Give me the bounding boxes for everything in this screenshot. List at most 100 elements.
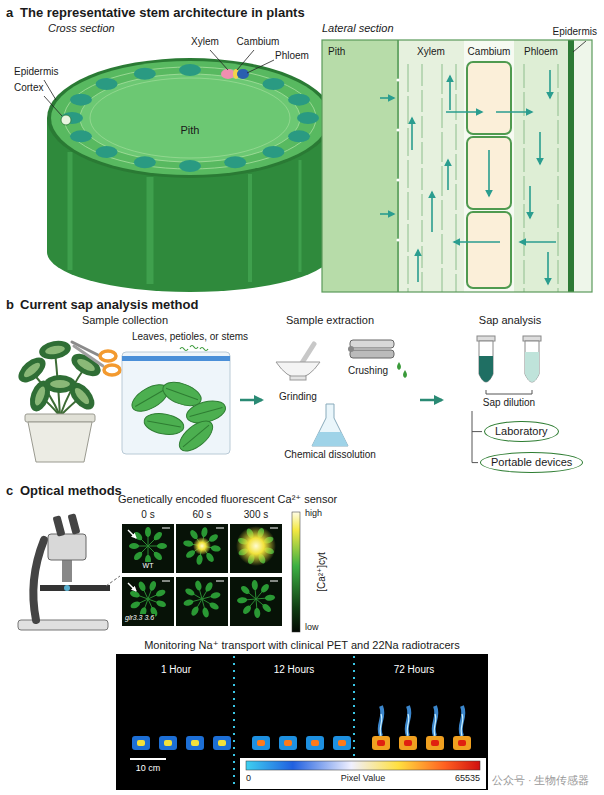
time-label: 0 s <box>141 509 154 521</box>
illustration-part <box>148 580 157 591</box>
illustration-part <box>259 583 270 595</box>
illustration-part <box>237 69 249 79</box>
illustration-part <box>104 365 120 375</box>
step-title: Sample extraction <box>286 314 374 327</box>
part-label: Grinding <box>279 391 317 403</box>
illustration-part <box>155 588 167 598</box>
illustration-part <box>426 736 444 750</box>
illustration-part <box>202 596 212 599</box>
illustration-part <box>183 598 194 606</box>
illustration-part <box>174 415 217 456</box>
illustration-part <box>210 545 221 553</box>
illustration-part <box>224 156 246 168</box>
illustration-part <box>22 361 42 380</box>
illustration-part <box>441 64 442 292</box>
part-label: Pith <box>181 124 200 137</box>
illustration-part <box>44 375 76 393</box>
illustration-part <box>47 58 333 178</box>
illustration-part <box>70 94 92 106</box>
illustration-part <box>33 385 47 407</box>
illustration-part <box>183 540 194 548</box>
illustration-part <box>230 577 282 626</box>
illustration-part <box>33 540 44 620</box>
illustration-part <box>270 528 278 529</box>
illustration-part <box>116 654 488 790</box>
illustration-part <box>306 736 324 750</box>
illustration-part <box>372 736 390 750</box>
illustration-part <box>297 112 319 124</box>
illustration-part <box>44 80 56 100</box>
illustration-part <box>130 758 166 760</box>
illustration-part <box>70 130 92 142</box>
illustration-part <box>421 64 422 292</box>
illustration-part <box>265 594 275 601</box>
illustration-part <box>14 338 104 414</box>
illustration-part <box>28 422 92 462</box>
time-label: 1 Hour <box>161 664 191 676</box>
illustration-part <box>180 348 188 351</box>
illustration-part <box>128 583 136 591</box>
illustration-part <box>50 380 70 388</box>
illustration-part <box>256 599 258 609</box>
illustration-part <box>176 524 228 573</box>
illustration-part <box>523 336 541 341</box>
part-label: Phloem <box>524 46 558 58</box>
illustration-part <box>397 362 401 370</box>
illustration-part <box>461 706 464 736</box>
illustration-part <box>132 736 150 750</box>
illustration-part <box>240 399 262 402</box>
illustration-part <box>496 111 532 113</box>
illustration-part <box>250 599 256 607</box>
part-label: Crushing <box>348 365 388 377</box>
panel-title: The representative stem architecture in … <box>20 6 305 21</box>
illustration-part <box>446 111 482 113</box>
illustration-part <box>216 528 224 529</box>
illustration-part <box>254 608 261 618</box>
illustration-part <box>417 250 419 282</box>
illustration-part <box>312 404 348 446</box>
illustration-part <box>61 64 319 172</box>
illustration-part <box>377 740 385 746</box>
illustration-part <box>183 425 209 447</box>
illustration-part <box>248 174 252 282</box>
section-title: Lateral section <box>322 22 394 35</box>
illustration-part <box>230 524 282 573</box>
illustration-part <box>461 714 463 736</box>
illustration-part <box>398 40 464 292</box>
illustration-part <box>256 598 266 600</box>
illustration-part <box>380 70 556 284</box>
part-label: Xylem <box>417 46 445 58</box>
time-label: 12 Hours <box>274 664 315 676</box>
colorbar-label: high <box>305 508 322 518</box>
illustration-part <box>213 736 231 750</box>
panel-letter: c <box>6 484 13 499</box>
illustration-part <box>179 64 201 76</box>
illustration-part <box>147 421 180 427</box>
illustration-part <box>100 351 116 361</box>
illustration-part <box>396 238 399 241</box>
illustration-part <box>68 152 73 270</box>
illustration-part <box>179 160 201 172</box>
illustration-part <box>190 408 223 417</box>
illustration-part <box>525 341 539 382</box>
illustration-part <box>348 346 354 352</box>
method-ellipse: Portable devices <box>480 452 583 473</box>
illustration-part <box>186 736 204 750</box>
illustration-part <box>122 524 282 626</box>
illustration-part <box>322 40 592 292</box>
illustration-part <box>479 356 493 382</box>
genotype-label: glr3.3 3.6 <box>124 614 155 622</box>
section-title: Cross section <box>48 22 115 35</box>
illustration-part <box>64 67 316 169</box>
illustration-part <box>184 587 196 597</box>
illustration-part <box>557 64 558 292</box>
illustration-part <box>322 40 592 292</box>
illustration-part <box>458 740 466 746</box>
illustration-part <box>237 597 247 604</box>
illustration-part <box>200 348 208 351</box>
illustration-part <box>122 352 230 454</box>
illustration-part <box>132 706 471 750</box>
illustration-part <box>192 599 202 602</box>
illustration-part <box>454 241 500 243</box>
illustration-part <box>292 512 300 632</box>
